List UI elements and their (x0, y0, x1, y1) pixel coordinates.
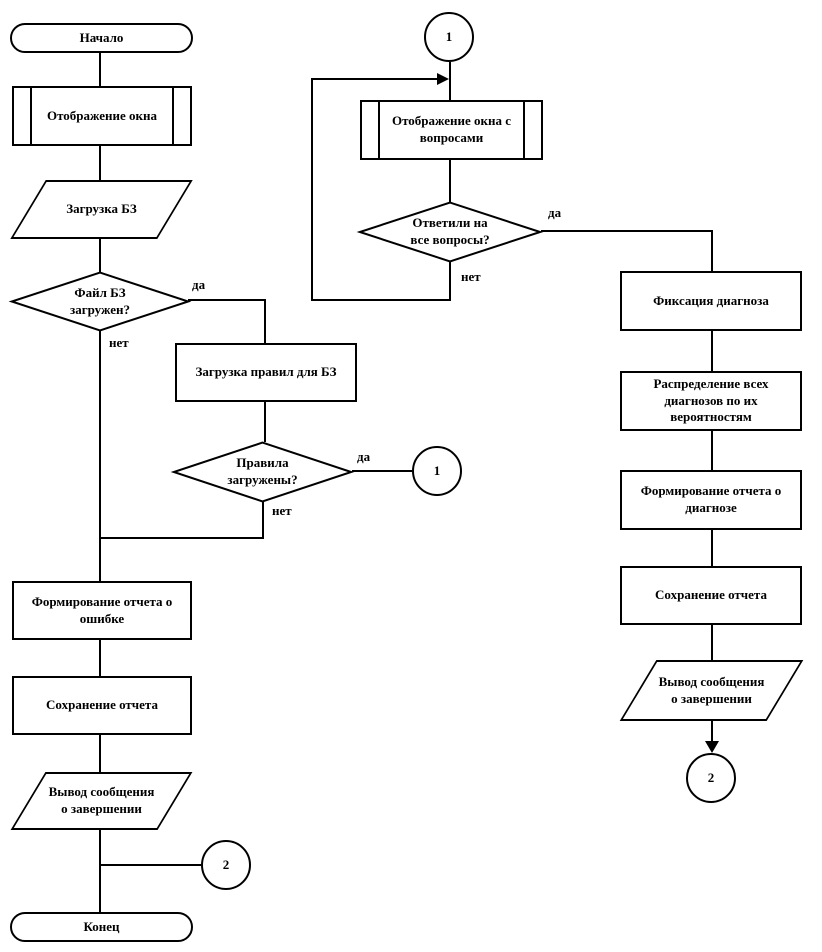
node-label: Файл БЗ загружен? (69, 284, 131, 317)
subroutine-display-window: Отображение окна (12, 86, 192, 146)
process-save-report-left: Сохранение отчета (12, 676, 192, 735)
flow-line (99, 735, 101, 772)
decision-kb-file-loaded: Файл БЗ загружен? (10, 272, 190, 331)
process-diagnosis-report: Формирование отчета о диагнозе (620, 470, 802, 530)
node-label: Отображение окна (46, 107, 158, 123)
flow-line (711, 721, 713, 742)
terminator-start: Начало (10, 23, 193, 53)
flow-line-yes-branch (352, 470, 412, 472)
arrowhead-right (437, 73, 449, 85)
decision-rules-loaded: Правила загружены? (172, 442, 353, 502)
node-label: Начало (79, 29, 124, 45)
flow-line (711, 625, 713, 660)
connector-label: 1 (433, 462, 441, 478)
connector-1: 1 (412, 446, 462, 496)
diamond-shape (172, 442, 353, 502)
process-load-rules: Загрузка правил для БЗ (175, 343, 357, 402)
flow-line (711, 431, 713, 470)
io-output-completion-message-left: Вывод сообщения о завершении (10, 772, 193, 830)
io-load-kb: Загрузка БЗ (10, 180, 193, 239)
node-label: Распределение всех диагнозов по их вероя… (653, 375, 769, 425)
node-label: Фиксация диагноза (653, 292, 769, 308)
flow-line (99, 146, 101, 180)
terminator-end: Конец (10, 912, 193, 942)
flow-line (264, 402, 266, 442)
flow-line-yes-branch (541, 230, 712, 232)
flow-line (449, 62, 451, 100)
flow-line (99, 830, 101, 912)
node-label: Сохранение отчета (46, 697, 158, 713)
node-label: Конец (83, 918, 120, 934)
flow-line (711, 530, 713, 566)
flow-line-yes-branch (188, 299, 266, 301)
connector-label: 1 (445, 28, 453, 44)
flow-line-no-branch (100, 537, 264, 539)
connector-2-right: 2 (686, 753, 736, 803)
node-label: Формирование отчета о диагнозе (640, 483, 782, 515)
flow-line-no-branch (262, 501, 264, 539)
loop-line (311, 78, 313, 301)
loop-line (311, 299, 451, 301)
node-label: Правила загружены? (227, 455, 298, 487)
arrowhead-down (705, 741, 719, 753)
flow-line (99, 640, 101, 676)
subroutine-bar (30, 88, 32, 144)
process-save-report-right: Сохранение отчета (620, 566, 802, 625)
process-error-report: Формирование отчета о ошибке (12, 581, 192, 640)
node-label: Сохранение отчета (655, 587, 767, 603)
subroutine-bar (172, 88, 174, 144)
subroutine-display-questions-window: Отображение окна с вопросами (360, 100, 543, 160)
diamond-shape (10, 272, 190, 331)
node-label: Отображение окна с вопросами (391, 113, 512, 145)
process-distribute-diagnoses: Распределение всех диагнозов по их вероя… (620, 371, 802, 431)
flow-line (99, 239, 101, 272)
flow-line (449, 160, 451, 202)
node-label: Формирование отчета о ошибке (31, 593, 173, 626)
node-label: Загрузка правил для БЗ (195, 364, 337, 380)
branch-label-yes: да (357, 449, 371, 464)
branch-label-yes: да (192, 277, 206, 292)
flow-line (711, 331, 713, 371)
loop-line (311, 78, 437, 80)
flow-line (264, 300, 266, 344)
flow-line-no-branch (449, 261, 451, 301)
process-fix-diagnosis: Фиксация диагноза (620, 271, 802, 331)
node-label: Вывод сообщения о завершении (658, 673, 765, 706)
flow-line-to-connector-2 (100, 864, 201, 866)
decision-answered-all-questions: Ответили на все вопросы? (358, 202, 542, 262)
branch-label-no: нет (109, 335, 129, 350)
node-label: Загрузка БЗ (66, 201, 137, 217)
subroutine-bar (523, 102, 525, 158)
io-output-completion-message-right: Вывод сообщения о завершении (619, 660, 804, 721)
branch-label-yes: да (548, 205, 562, 220)
branch-label-no: нет (272, 503, 292, 518)
flow-line (99, 51, 101, 86)
flow-line (99, 331, 101, 581)
connector-2-left: 2 (201, 840, 251, 890)
node-label: Ответили на все вопросы? (410, 215, 490, 247)
branch-label-no: нет (461, 269, 481, 284)
diamond-shape (358, 202, 542, 262)
subroutine-bar (378, 102, 380, 158)
flow-line (711, 230, 713, 271)
connector-1-top: 1 (424, 12, 474, 62)
node-label: Вывод сообщения о завершении (48, 784, 155, 816)
connector-label: 2 (707, 769, 715, 785)
connector-label: 2 (222, 856, 230, 872)
